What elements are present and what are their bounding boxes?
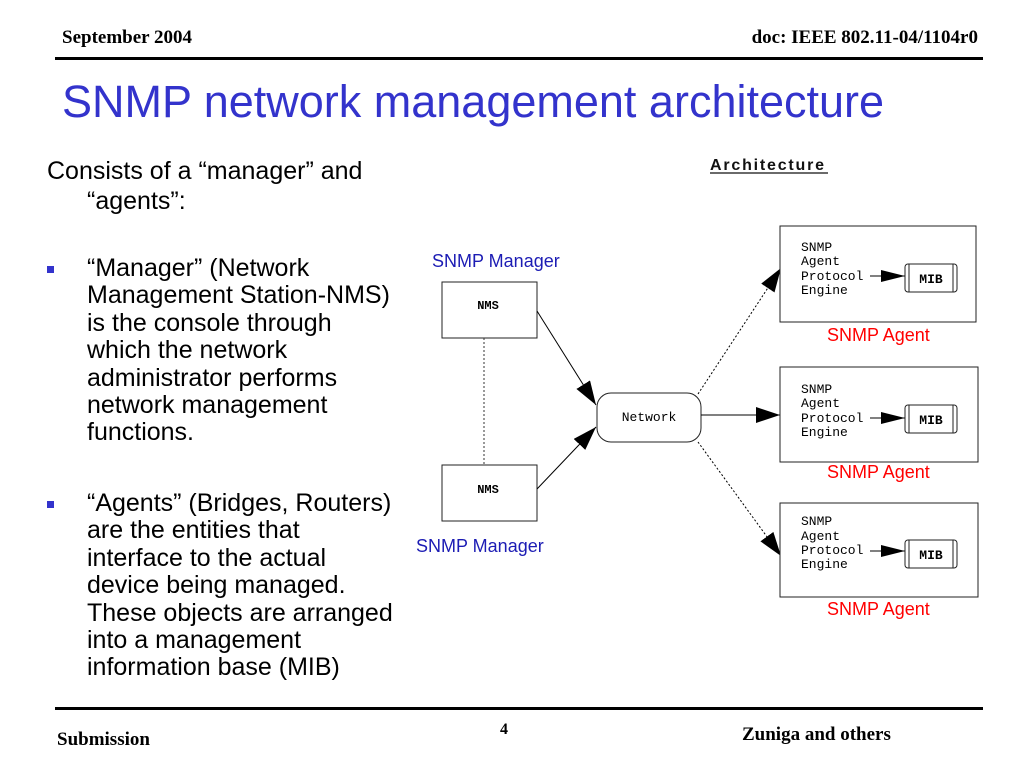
header-rule (55, 57, 983, 60)
header-date: September 2004 (62, 27, 192, 48)
mib-text-3: MIB (919, 548, 943, 563)
bullet-line: information base (MIB) (87, 653, 340, 682)
agent-engine-line: Protocol (801, 269, 864, 284)
agent-engine-line: Engine (801, 283, 848, 298)
arrow-nms2-to-network (536, 426, 597, 490)
nms-text-2: NMS (477, 483, 499, 497)
bullet-manager: “Manager” (Network Management Station-NM… (87, 254, 390, 447)
agent-engine-line: Agent (801, 396, 840, 411)
bullet-line: Management Station-NMS) (87, 281, 390, 310)
bullet-line: device being managed. (87, 571, 346, 600)
agent-engine-line: Protocol (801, 543, 864, 558)
manager-label-1: SNMP Manager (432, 251, 560, 271)
agent-engine-line: Agent (801, 254, 840, 269)
square-bullet-icon (47, 501, 54, 508)
bullet-line: These objects are arranged (87, 598, 393, 627)
footer-rule (55, 707, 983, 710)
bullet-line: interface to the actual (87, 543, 327, 572)
bullet-line: “Manager” (Network (87, 254, 310, 282)
mib-box-1 (904, 263, 958, 293)
mib-box-2 (904, 404, 958, 434)
mib-text-2: MIB (919, 413, 943, 428)
agent-engine-line: Agent (801, 529, 840, 544)
network-text: Network (622, 410, 677, 425)
agent-engine-line: Engine (801, 425, 848, 440)
intro-line-1: Consists of a “manager” and (47, 157, 363, 185)
slide-title: SNMP network management architecture (62, 76, 885, 127)
nms-text-1: NMS (477, 299, 499, 313)
bullet-line: functions. (87, 418, 195, 447)
manager-label-2: SNMP Manager (416, 536, 544, 556)
bullet-line: which the network (87, 336, 288, 365)
agent-engine-line: Protocol (801, 411, 864, 426)
arrow-network-to-agent-3 (697, 441, 782, 557)
agent-engine-line: SNMP (801, 240, 832, 255)
bullet-line: are the entities that (87, 516, 300, 545)
diagram-heading: Architecture (710, 157, 826, 174)
bullet-line: into a management (87, 626, 302, 655)
intro-line-2: “agents”: (87, 187, 186, 215)
arrow-network-to-agent-1 (697, 267, 782, 395)
agent-engine-line: SNMP (801, 382, 832, 397)
bullet-line: network management (87, 391, 328, 420)
footer-submission: Submission (57, 729, 150, 750)
bullet-line: is the console through (87, 308, 332, 337)
square-bullet-icon (47, 266, 54, 273)
agent-label-1: SNMP Agent (827, 325, 930, 345)
agent-label-3: SNMP Agent (827, 599, 930, 619)
arrow-nms1-to-network (536, 310, 597, 406)
bullet-line: “Agents” (Bridges, Routers) (87, 489, 392, 517)
mib-box-3 (904, 539, 958, 569)
footer-authors: Zuniga and others (742, 724, 891, 745)
header-doc-id: doc: IEEE 802.11-04/1104r0 (751, 27, 978, 48)
network-cloud (596, 392, 702, 443)
page-number: 4 (500, 721, 508, 738)
bullet-agents: “Agents” (Bridges, Routers) are the enti… (87, 489, 393, 682)
agent-label-2: SNMP Agent (827, 462, 930, 482)
nms-box-1 (441, 281, 538, 339)
architecture-diagram: Architecture SNMP Manager NMS NMS SNMP M… (416, 157, 979, 619)
mib-text-1: MIB (919, 272, 943, 287)
agent-engine-line: Engine (801, 557, 848, 572)
bullet-line: administrator performs (87, 363, 338, 392)
agent-engine-line: SNMP (801, 514, 832, 529)
nms-box-2 (441, 464, 538, 522)
